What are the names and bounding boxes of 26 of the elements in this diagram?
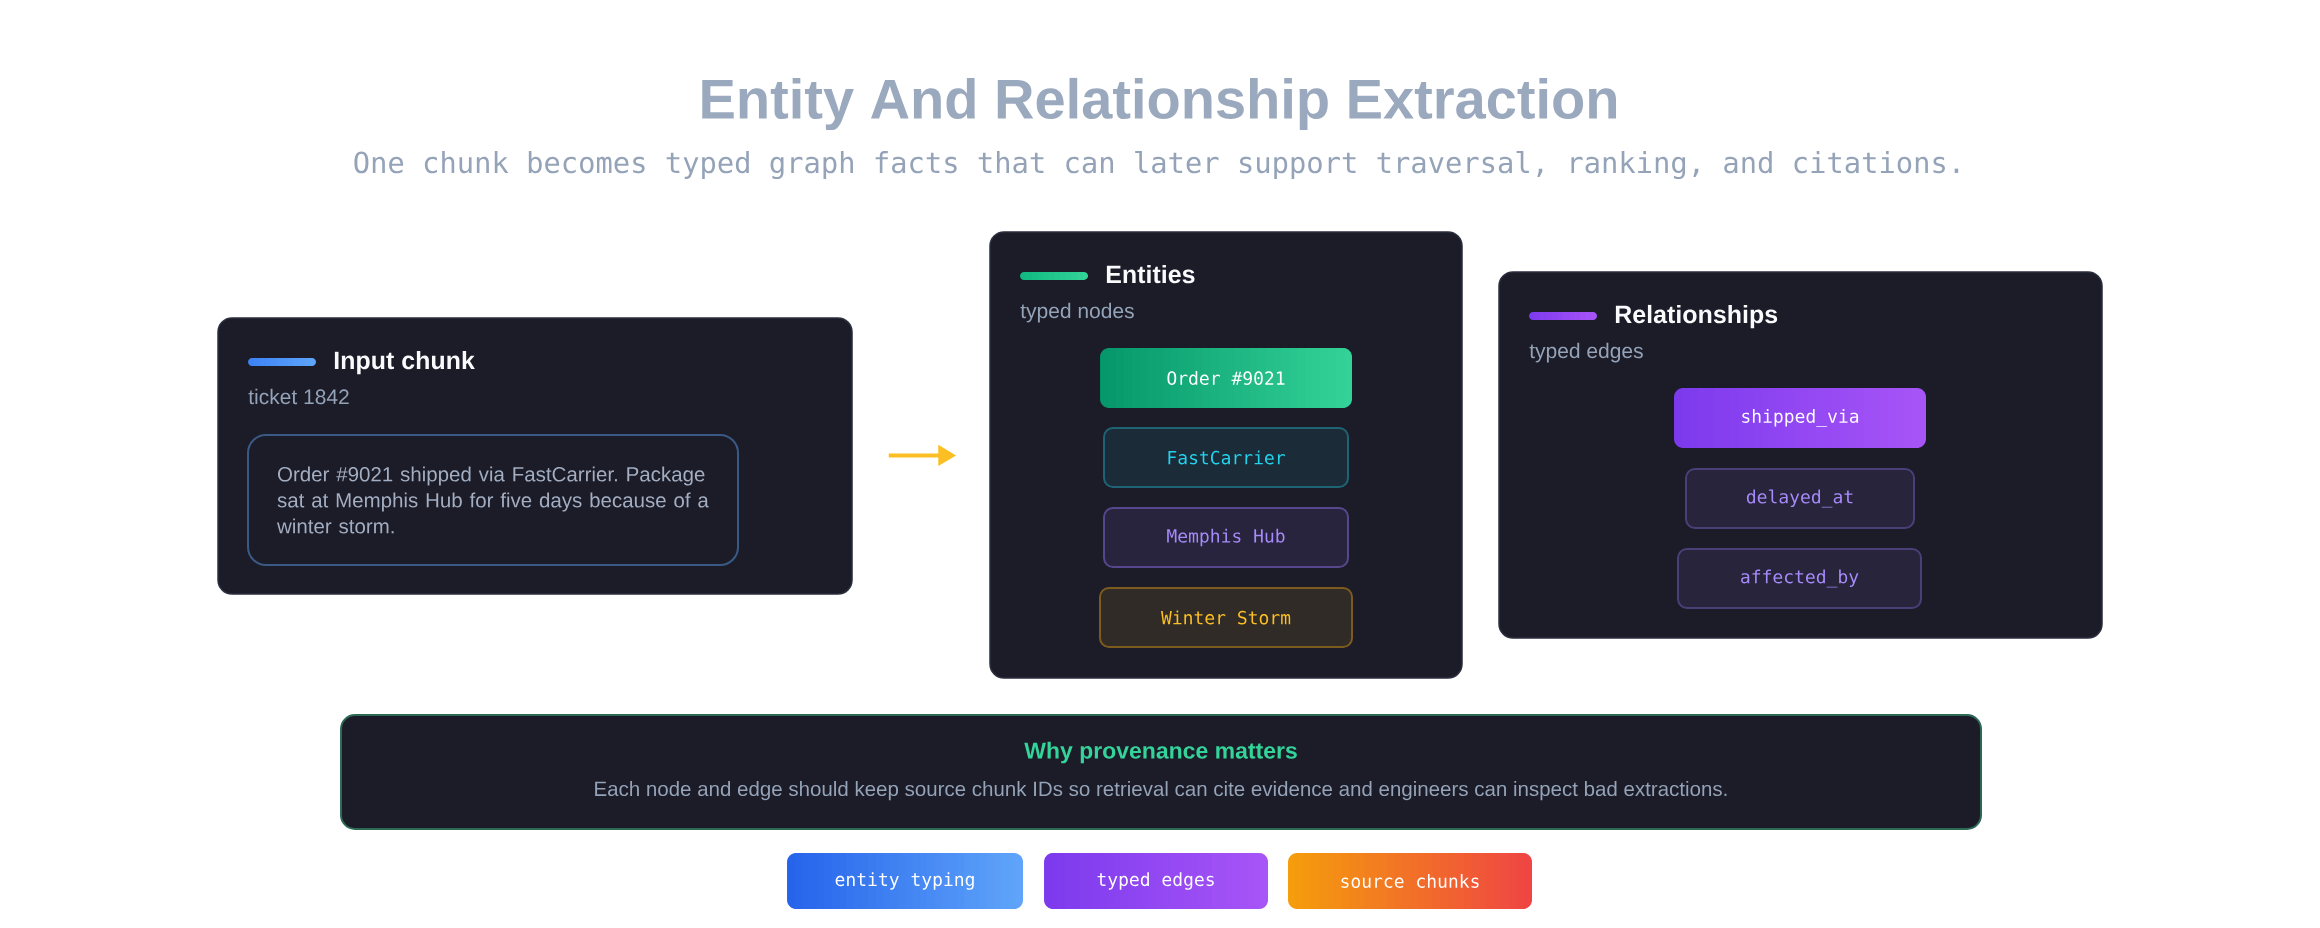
entity-chip: affected_by [1677,548,1922,609]
entity-chip: FastCarrier [1103,427,1349,488]
tag-pill: source chunks [1288,853,1532,909]
card-subheading: typed edges [1529,342,1643,363]
card-subheading: typed nodes [1020,302,1134,323]
node-label: shipped_via [1742,409,1859,427]
node-label: source chunks [1341,874,1479,888]
tag-pill: typed edges [1044,853,1268,909]
card-heading: Relationships [1615,304,1778,329]
node-label: Order #9021 [1167,371,1285,385]
entity-chip: shipped_via [1674,388,1926,448]
subtitle: One chunk becomes typed graph facts that can later support traversal, ranking, and citations. [354,150,1959,180]
node-label: typed edges [1097,872,1214,890]
title: Entity And Relationship Extraction [702,77,1616,131]
callout-heading: Why provenance matters [1024,741,1297,764]
tag-pill: entity typing [787,853,1023,909]
card-heading: Input chunk [334,350,475,375]
entity-chip: Winter Storm [1099,587,1353,648]
entity-chip: Memphis Hub [1103,507,1349,568]
card-subheading: ticket 1842 [248,388,349,405]
entity-chip: delayed_at [1685,468,1915,529]
node-label: entity typing [835,872,974,890]
callout-text: Each node and edge should keep source chunk IDs so retrieval can cite evidence and engineers can inspect bad extractions. [595,781,1727,801]
entity-chip: Order #9021 [1100,348,1352,408]
card-heading: Entities [1106,264,1195,284]
text-box: Order #9021 shipped via FastCarrier. Package sat at Memphis Hub for five days because of a winter storm. [247,434,739,566]
